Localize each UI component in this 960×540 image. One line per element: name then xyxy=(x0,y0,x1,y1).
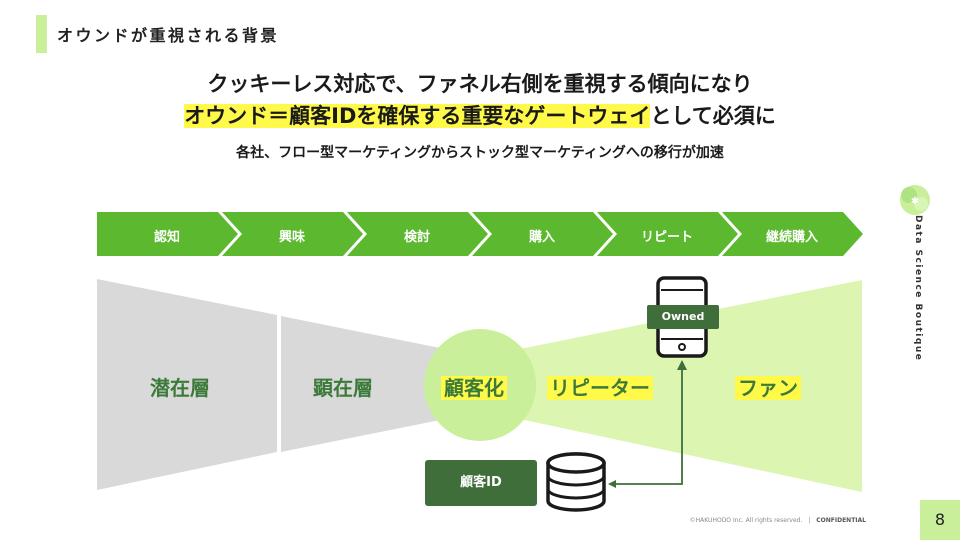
page-title: オウンドが重視される背景 xyxy=(57,26,280,45)
page-number: 8 xyxy=(920,500,960,540)
headline-rest: として必須に xyxy=(650,104,776,128)
customer-id-box: 顧客ID xyxy=(425,460,537,506)
funnel-right-shape xyxy=(515,280,862,492)
stage-arrow-5 xyxy=(597,212,738,256)
funnel-aware-shape xyxy=(281,316,440,452)
funnel-label-latent: 潜在層 xyxy=(150,376,210,400)
title-accent-bar xyxy=(36,15,47,53)
subline: 各社、フロー型マーケティングからストック型マーケティングへの移行が加速 xyxy=(236,145,724,161)
funnel-label-fan: ファン xyxy=(735,372,801,401)
stage-arrow-2 xyxy=(222,212,363,256)
headline-highlight: オウンド＝顧客IDを確保する重要なゲートウェイ xyxy=(184,104,651,128)
funnel-latent-shape xyxy=(97,279,277,490)
stage-label-continued-purchase: 継続購入 xyxy=(765,230,818,245)
brand-logo-icon: ✱ xyxy=(900,185,930,215)
stage-label-awareness: 認知 xyxy=(153,230,180,245)
stage-arrow-4 xyxy=(472,212,613,256)
funnel-label-customer: 顧客化 xyxy=(441,372,507,401)
stage-arrow-6 xyxy=(722,212,863,256)
owned-badge: Owned xyxy=(647,305,719,329)
svg-text:✱: ✱ xyxy=(911,196,919,207)
funnel-label-aware: 顕在層 xyxy=(313,376,373,400)
stage-arrows xyxy=(97,212,863,256)
connector-arrow xyxy=(608,360,687,488)
brand-name: Data Science Boutique xyxy=(913,215,923,362)
stage-label-interest: 興味 xyxy=(278,230,305,245)
stage-label-purchase: 購入 xyxy=(528,230,555,245)
stage-label-consideration: 検討 xyxy=(403,230,430,245)
headline-line-1: クッキーレス対応で、ファネル右側を重視する傾向になり xyxy=(207,72,753,96)
database-icon xyxy=(546,452,606,512)
stage-label-repeat: リピート xyxy=(640,230,693,245)
footer-copyright: ©HAKUHODO Inc. All rights reserved. | CO… xyxy=(689,517,866,524)
stage-arrow-3 xyxy=(347,212,488,256)
stage-arrow-1 xyxy=(97,212,238,256)
funnel-label-repeater: リピーター xyxy=(547,372,653,401)
headline-line-2: オウンド＝顧客IDを確保する重要なゲートウェイとして必須に xyxy=(0,100,960,130)
